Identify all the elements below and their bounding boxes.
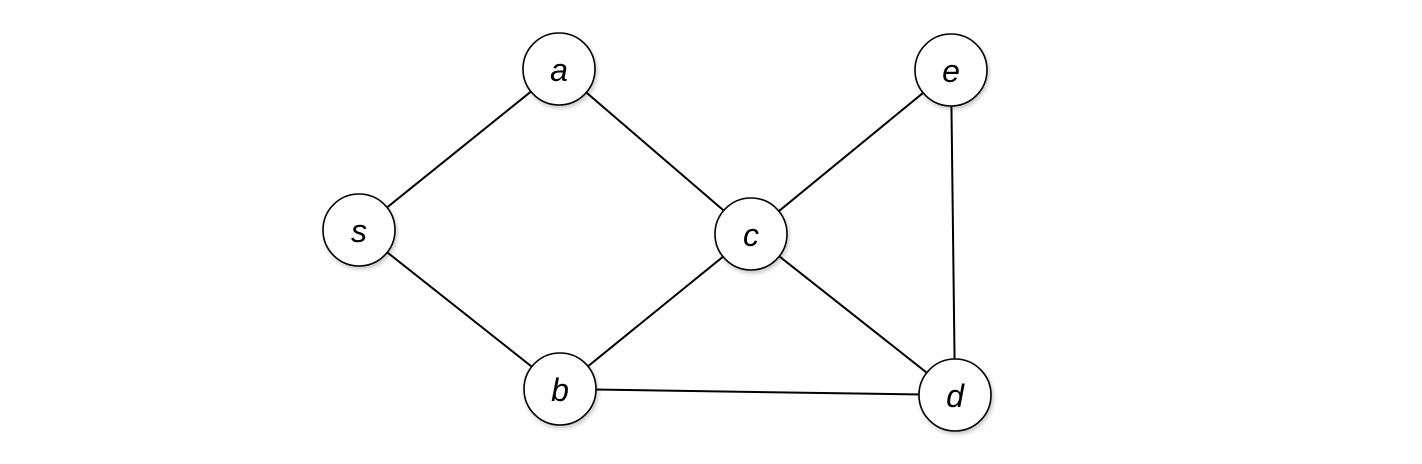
node-b-label: b bbox=[551, 372, 569, 408]
node-e-label: e bbox=[942, 53, 960, 89]
node-d-label: d bbox=[946, 378, 965, 414]
node-c: c bbox=[714, 197, 788, 271]
node-e-circle bbox=[914, 33, 988, 107]
node-a-circle bbox=[522, 32, 596, 106]
edges-layer bbox=[358, 68, 956, 396]
edge-c-e bbox=[750, 69, 952, 235]
edge-a-c bbox=[558, 68, 752, 235]
node-s: s bbox=[322, 193, 396, 267]
node-s-label: s bbox=[351, 213, 367, 249]
edge-b-d bbox=[559, 388, 956, 396]
edge-c-d bbox=[750, 233, 956, 396]
nodes-layer: a e s c b d bbox=[322, 32, 992, 432]
node-d-circle bbox=[918, 358, 992, 432]
node-a: a bbox=[522, 32, 596, 106]
node-b-circle bbox=[523, 352, 597, 426]
edge-b-c bbox=[559, 233, 752, 390]
node-s-circle bbox=[322, 193, 396, 267]
edge-s-a bbox=[358, 68, 560, 231]
node-c-label: c bbox=[743, 217, 759, 253]
edge-s-b bbox=[358, 229, 561, 390]
edge-e-d bbox=[950, 69, 956, 396]
node-e: e bbox=[914, 33, 988, 107]
node-d: d bbox=[918, 358, 992, 432]
node-a-label: a bbox=[550, 52, 568, 88]
node-b: b bbox=[523, 352, 597, 426]
node-c-circle bbox=[714, 197, 788, 271]
